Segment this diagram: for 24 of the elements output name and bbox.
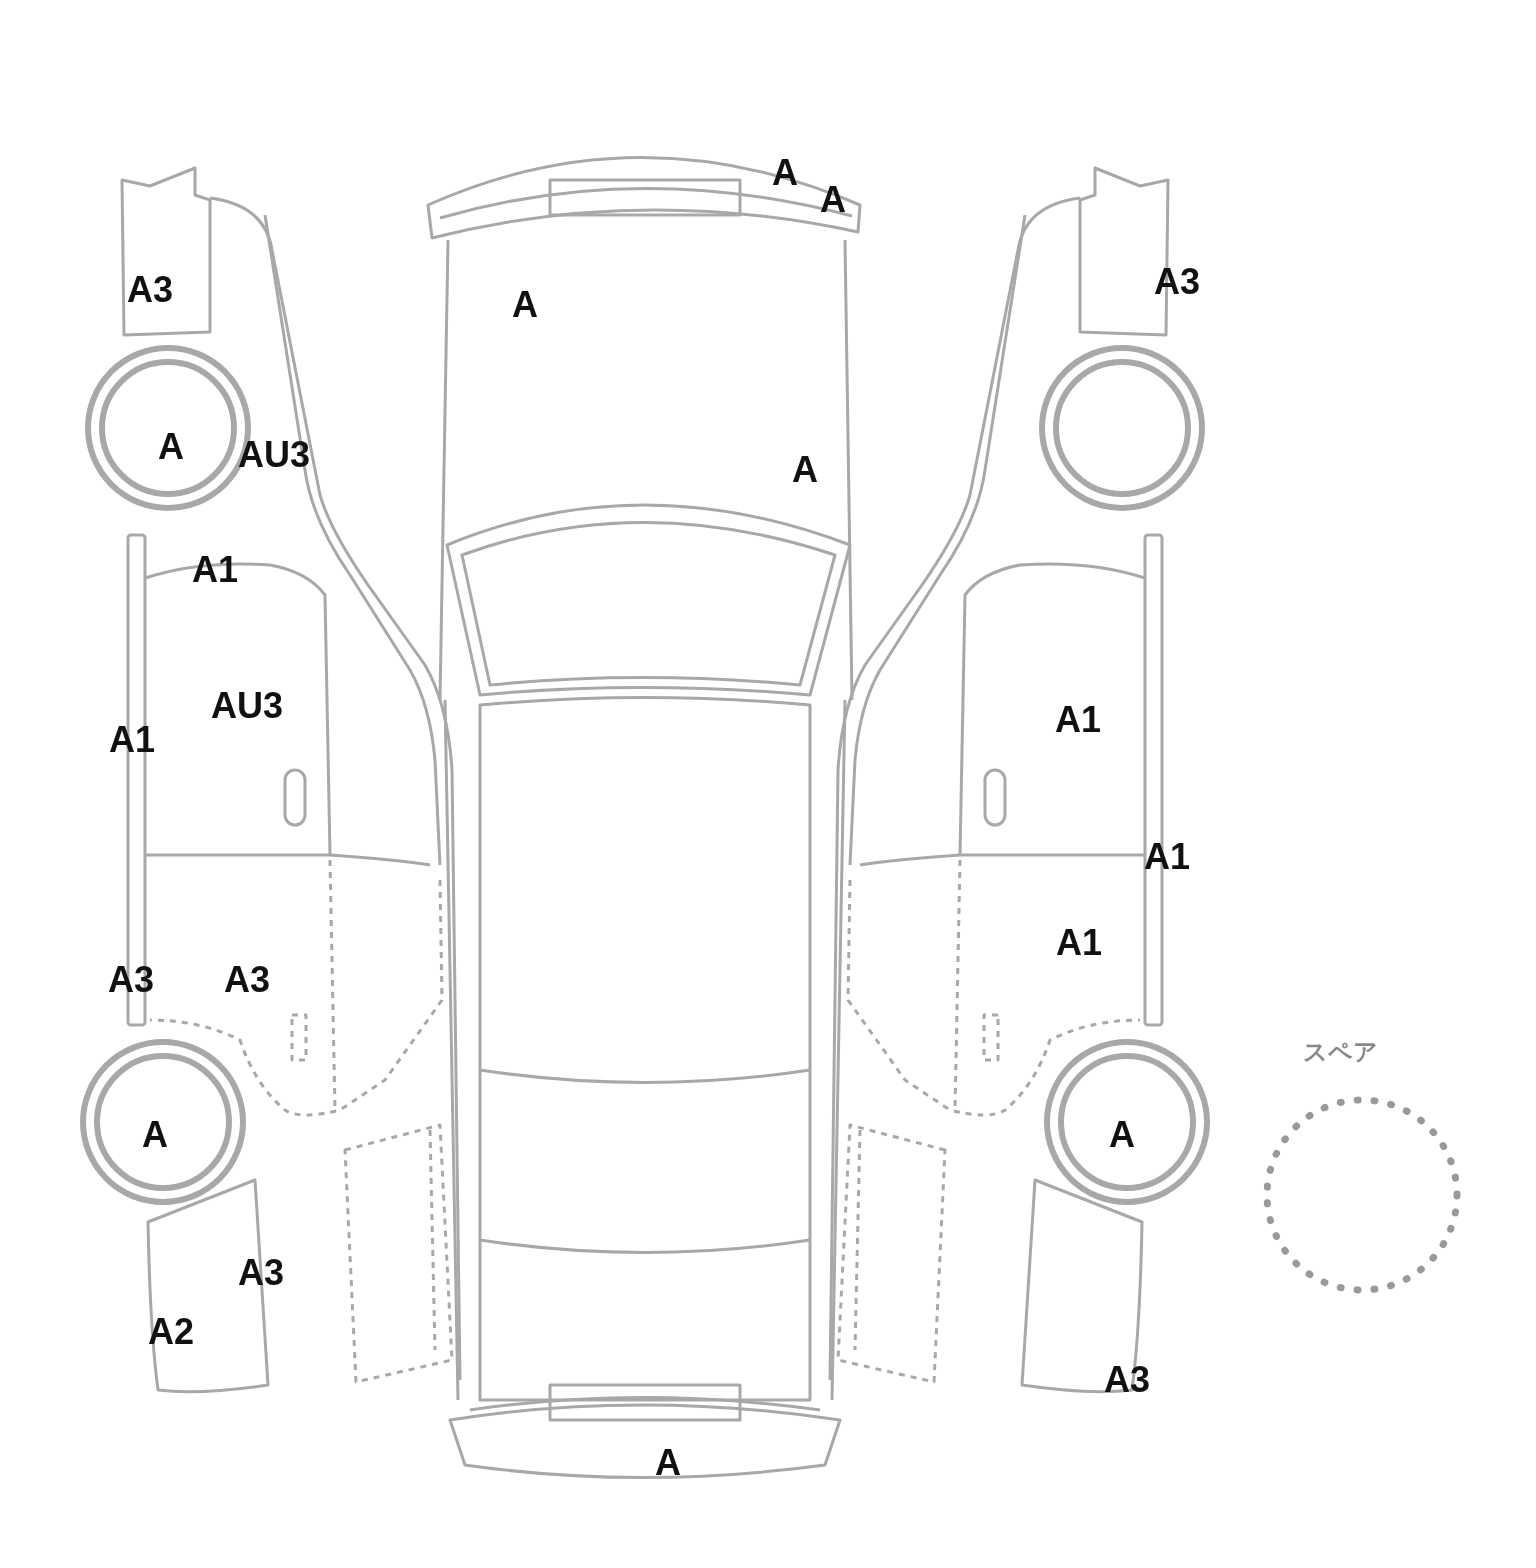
damage-code: A	[772, 155, 798, 191]
spare-label: スペア	[1302, 1040, 1378, 1064]
damage-code: A3	[127, 272, 173, 308]
damage-code: A3	[1154, 264, 1200, 300]
damage-code: A	[792, 452, 818, 488]
damage-code: A3	[238, 1255, 284, 1291]
damage-code: AU3	[211, 688, 283, 724]
damage-code: A	[655, 1445, 681, 1481]
spare-tire-outline	[1262, 1095, 1462, 1295]
damage-code: A	[820, 182, 846, 218]
damage-code: A3	[224, 962, 270, 998]
damage-code: A3	[1104, 1362, 1150, 1398]
damage-code: A1	[192, 552, 238, 588]
damage-code: A1	[1056, 925, 1102, 961]
damage-code: A	[512, 287, 538, 323]
damage-code: A	[158, 429, 184, 465]
damage-code: A	[142, 1117, 168, 1153]
damage-code: A1	[109, 722, 155, 758]
damage-code: A1	[1055, 702, 1101, 738]
damage-code: A3	[108, 962, 154, 998]
damage-code: A	[1109, 1117, 1135, 1153]
damage-code: A1	[1144, 839, 1190, 875]
damage-code: A2	[148, 1314, 194, 1350]
damage-code: AU3	[238, 437, 310, 473]
